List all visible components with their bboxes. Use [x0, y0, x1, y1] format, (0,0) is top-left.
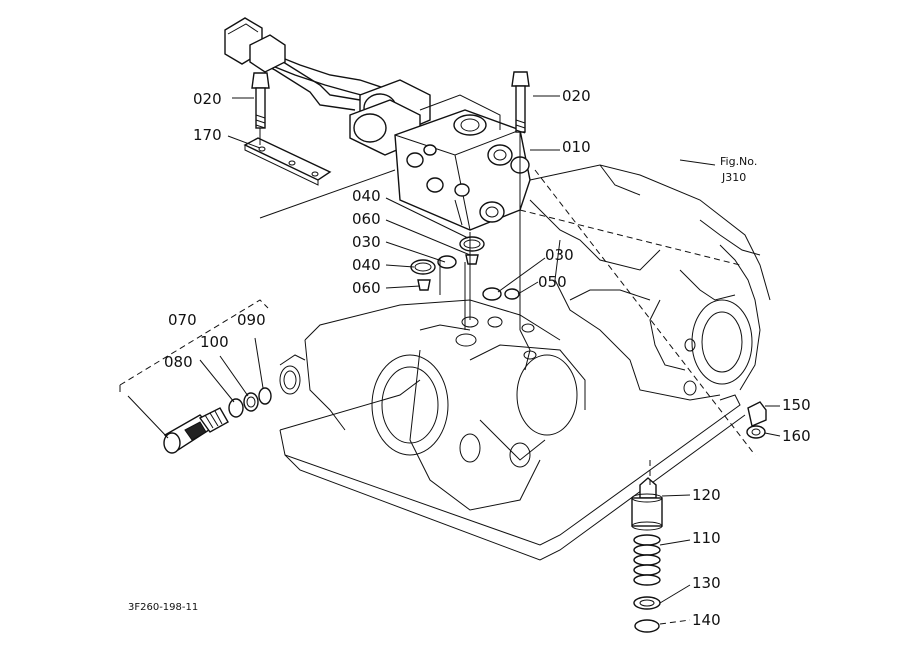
transmission-housing-icon	[279, 164, 771, 561]
bolt-icon	[511, 71, 530, 134]
part-label-090: 090	[237, 311, 266, 329]
part-label-060-upper: 060	[352, 210, 381, 228]
part-label-140: 140	[692, 611, 721, 629]
part-label-070: 070	[168, 311, 197, 329]
o-ring-080	[228, 398, 244, 418]
part-label-030-right: 030	[545, 246, 574, 264]
part-label-040-upper: 040	[352, 187, 381, 205]
leader-lines	[127, 95, 781, 625]
part-label-020-left: 020	[193, 90, 222, 108]
part-label-130: 130	[692, 574, 721, 592]
bolt-icon	[251, 72, 270, 129]
orifice-060-upper	[465, 254, 479, 265]
part-label-160: 160	[782, 427, 811, 445]
washer-100	[243, 392, 259, 412]
orifice-060-lower	[417, 279, 431, 291]
part-label-040-lower: 040	[352, 256, 381, 274]
pressure-switch-icon	[163, 387, 272, 454]
o-ring-040-upper	[459, 236, 485, 252]
part-labels: 020 020 170 010 040 060 030 040 060 030 …	[164, 87, 811, 629]
figure-reference-label: Fig.No.	[720, 155, 757, 168]
o-ring-030-left	[437, 255, 457, 269]
part-label-110: 110	[692, 529, 721, 547]
part-label-100: 100	[200, 333, 229, 351]
spring-icon	[631, 477, 663, 633]
part-label-030-left: 030	[352, 233, 381, 251]
figure-reference-number: J310	[721, 171, 746, 184]
part-label-020-right: 020	[562, 87, 591, 105]
part-label-120: 120	[692, 486, 721, 504]
drawing-code: 3F260-198-11	[128, 602, 198, 613]
part-label-060-lower: 060	[352, 279, 381, 297]
plate-icon	[243, 137, 332, 186]
part-label-010: 010	[562, 138, 591, 156]
part-label-050: 050	[538, 273, 567, 291]
o-ring-050	[504, 288, 520, 300]
part-label-150: 150	[782, 396, 811, 414]
o-ring-030-right	[482, 287, 502, 301]
o-ring-090	[258, 387, 272, 405]
part-label-080: 080	[164, 353, 193, 371]
plug-icon	[746, 401, 767, 439]
part-label-170: 170	[193, 126, 222, 144]
control-valve-assembly-icon	[224, 17, 531, 231]
